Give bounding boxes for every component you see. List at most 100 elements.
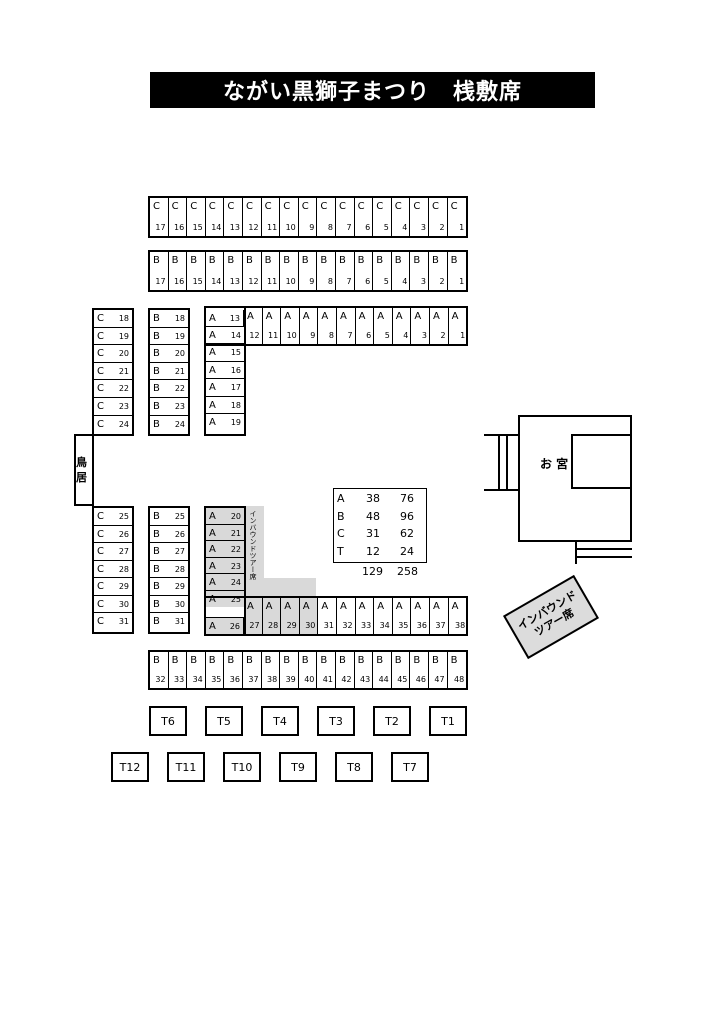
seat-block-frame (92, 506, 134, 634)
table-seat-label: T5 (217, 714, 231, 728)
seat-number: 35 (398, 621, 409, 630)
seat-number: 1 (459, 277, 465, 286)
seat: C 19 (94, 327, 132, 346)
seat-number: 36 (229, 675, 240, 684)
seat-letter: C (97, 330, 104, 342)
seat-letter: A (209, 417, 216, 428)
seat-letter: A (321, 311, 329, 322)
seat-number: 35 (211, 675, 222, 684)
seat-number: 9 (310, 331, 316, 340)
seat-number: 4 (402, 223, 408, 232)
seat-letter: C (97, 418, 104, 430)
seat-number: 10 (285, 223, 296, 232)
shrine-step-line (498, 434, 500, 491)
seat-block-frame (204, 596, 468, 636)
seat-number: 31 (174, 617, 185, 626)
seat-letter: B (450, 655, 458, 666)
seat-number: 44 (378, 675, 389, 684)
seat-letter: B (264, 655, 272, 666)
seat-number: 11 (267, 223, 278, 232)
seat-letter: C (97, 511, 104, 522)
seat-block-frame (148, 196, 468, 238)
seat-letter: A (209, 313, 216, 324)
seat-letter: A (302, 601, 310, 612)
seat-number: 25 (118, 512, 129, 521)
seat-letter: B (190, 255, 198, 266)
seat-letter: A (451, 311, 459, 322)
seat-number: 12 (249, 331, 260, 340)
seat-letter: C (153, 201, 160, 212)
seat-letter: A (209, 511, 216, 522)
summary-count: 12 (366, 544, 380, 558)
table-seat: T10 (223, 752, 261, 782)
seat-letter: B (357, 255, 365, 266)
seat-letter: C (171, 201, 179, 212)
seat-letter: C (97, 546, 104, 557)
seat-block-frame (148, 250, 468, 292)
seat-letter: C (283, 201, 291, 212)
seat-number: 29 (174, 582, 185, 591)
seat-letter: B (320, 255, 328, 266)
seat-letter: B (339, 655, 346, 666)
seat-number: 10 (286, 331, 297, 340)
seat-number: 9 (309, 223, 315, 232)
seat-letter: A (358, 311, 366, 322)
seat-letter: B (153, 330, 160, 342)
summary-letter: T (337, 544, 344, 558)
seat-letter: A (451, 601, 459, 612)
shrine-step-line (506, 434, 508, 491)
seat-letter: B (153, 418, 160, 430)
seat-number: 27 (118, 547, 129, 556)
seat-number: 11 (267, 277, 278, 286)
seat-number: 30 (174, 599, 185, 609)
seat-letter: A (247, 601, 254, 612)
seat-number: 26 (174, 529, 185, 539)
table-seat-label: T8 (347, 760, 361, 774)
seat-letter: B (283, 655, 291, 666)
seat-number: 2 (439, 277, 445, 286)
seat-number: 19 (118, 331, 129, 341)
seat-letter: A (209, 347, 216, 359)
seat-letter: B (153, 655, 160, 666)
seat-number: 20 (230, 512, 241, 521)
table-seat-label: T4 (273, 714, 287, 728)
seat-number: 37 (248, 675, 259, 684)
table-seat: T4 (261, 706, 299, 736)
seat-number: 13 (229, 277, 240, 286)
seat-number: 14 (211, 277, 222, 286)
seat-number: 23 (118, 402, 129, 411)
seat-number: 42 (341, 675, 352, 684)
seat-number: 16 (230, 365, 241, 375)
seat-letter: A (284, 311, 292, 322)
table-seat: T9 (279, 752, 317, 782)
seat-number: 6 (365, 277, 371, 286)
seat-number: 29 (286, 621, 297, 630)
